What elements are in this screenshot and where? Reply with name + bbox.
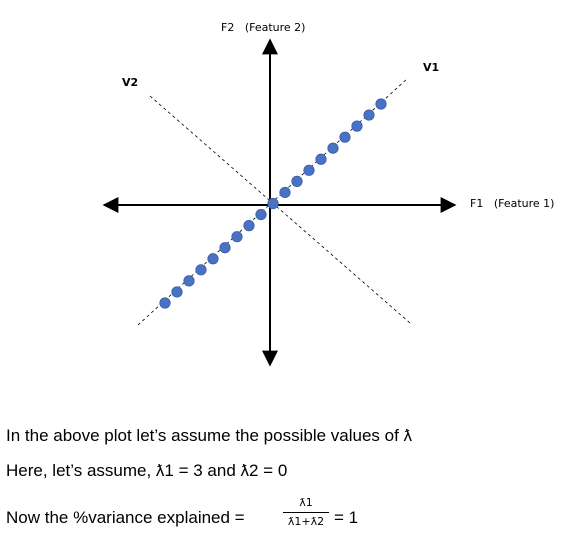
text-line-3-suffix: = 1 — [334, 508, 359, 527]
data-point — [267, 197, 279, 210]
y-axis-label: F2 (Feature 2) — [221, 21, 306, 34]
data-point — [279, 186, 291, 199]
data-point — [219, 242, 231, 254]
data-point — [171, 286, 183, 298]
data-point — [351, 120, 363, 132]
data-point — [231, 231, 243, 243]
fraction-numerator: ƛ1 — [299, 496, 313, 509]
x-axis-label: F1 (Feature 1) — [470, 197, 555, 210]
fraction-bar — [283, 512, 329, 513]
text-line-1: In the above plot let’s assume the possi… — [6, 426, 413, 445]
data-point — [159, 297, 171, 309]
v2-label: V2 — [122, 76, 139, 89]
data-point — [339, 131, 351, 143]
data-points — [159, 98, 387, 309]
data-point — [363, 109, 375, 121]
text-line-3-prefix: Now the %variance explained = — [6, 508, 245, 527]
data-point — [327, 142, 339, 154]
v2-dashed-line — [149, 95, 411, 324]
data-point — [183, 275, 195, 287]
data-point — [243, 220, 255, 232]
data-point — [207, 253, 219, 265]
text-line-2: Here, let’s assume, ƛ1 = 3 and ƛ2 = 0 — [6, 461, 288, 480]
data-point — [375, 98, 387, 110]
data-point — [315, 153, 327, 165]
v1-label: V1 — [423, 61, 440, 74]
variance-fraction: ƛ1 ƛ1+ƛ2 — [283, 496, 329, 528]
data-point — [195, 264, 207, 276]
data-point — [303, 164, 315, 176]
data-point — [255, 208, 267, 221]
pca-diagram — [102, 38, 457, 367]
fraction-denominator: ƛ1+ƛ2 — [287, 515, 325, 528]
data-point — [291, 175, 303, 187]
